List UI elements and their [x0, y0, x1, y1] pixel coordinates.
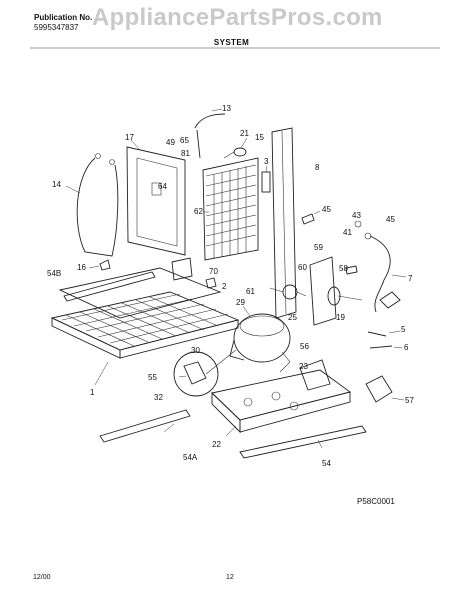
callout-55: 55 [148, 373, 157, 382]
callout-3: 3 [264, 157, 269, 166]
callout-54b: 54B [47, 269, 61, 278]
valve-part [367, 330, 403, 349]
callout-62: 62 [194, 207, 203, 216]
watermark: AppliancePartsPros.com [92, 4, 383, 31]
callout-61: 61 [246, 287, 255, 296]
callout-6: 6 [404, 343, 409, 352]
compressor-part [229, 305, 291, 373]
relay-cover-part [365, 375, 405, 403]
callout-70: 70 [209, 267, 218, 276]
callout-21: 21 [240, 129, 249, 138]
callout-16: 16 [77, 263, 86, 272]
callout-45-b: 45 [386, 215, 395, 224]
callout-7: 7 [408, 274, 413, 283]
footer-date: 12/00 [33, 574, 51, 581]
page-number: 12 [226, 574, 234, 581]
callout-56: 56 [300, 342, 309, 351]
callout-15: 15 [255, 133, 264, 142]
callout-43: 43 [352, 211, 361, 220]
trim-strip-part [99, 409, 191, 443]
callout-65: 65 [180, 136, 189, 145]
clip-part [88, 259, 111, 271]
evaporator-grid-part [50, 267, 240, 386]
callout-1: 1 [90, 388, 95, 397]
drier-tube-part [194, 108, 226, 159]
publication-number: 5995347837 [34, 23, 79, 32]
condenser-fan-part [269, 256, 363, 326]
publication-label: Publication No. [34, 13, 93, 22]
callout-54: 54 [322, 459, 331, 468]
callout-23: 23 [299, 362, 308, 371]
bracket-part [171, 257, 217, 289]
callout-17: 17 [125, 133, 134, 142]
thermostat-part [223, 137, 248, 159]
callout-60: 60 [298, 263, 307, 272]
section-title: SYSTEM [213, 38, 250, 47]
callout-32: 32 [154, 393, 163, 402]
callout-45-a: 45 [322, 205, 331, 214]
callout-29: 29 [236, 298, 245, 307]
connector-part [345, 265, 358, 275]
evaporator-cover-part [126, 139, 186, 256]
callout-22: 22 [212, 440, 221, 449]
relay-detail-part [173, 349, 237, 397]
callout-58: 58 [339, 264, 348, 273]
callout-49: 49 [166, 138, 175, 147]
callout-59: 59 [314, 243, 323, 252]
callout-19: 19 [336, 313, 345, 322]
callout-54a: 54A [183, 453, 198, 462]
screw-part [301, 210, 321, 225]
diagram-code: P58C0001 [357, 497, 395, 506]
trim-strip-part-right [239, 425, 367, 459]
callout-5: 5 [401, 325, 406, 334]
compressor-base-part [211, 359, 352, 437]
wire-harness-part [354, 220, 407, 313]
callout-labels: 13 17 49 65 81 21 15 3 8 14 64 62 45 43 … [47, 104, 414, 468]
callout-14: 14 [52, 180, 61, 189]
callout-64: 64 [158, 182, 167, 191]
trim-strip-part-left [63, 271, 156, 302]
callout-25: 25 [288, 313, 297, 322]
callout-57: 57 [405, 396, 414, 405]
callout-41: 41 [343, 228, 352, 237]
defrost-heater-part [65, 153, 119, 257]
callout-81: 81 [181, 149, 190, 158]
evaporator-coil-part [202, 157, 259, 261]
callout-13: 13 [222, 104, 231, 113]
rear-channel-part [271, 127, 297, 319]
tube-part [261, 165, 271, 193]
callout-2: 2 [222, 282, 227, 291]
callout-30: 30 [191, 346, 200, 355]
callout-8: 8 [315, 163, 320, 172]
